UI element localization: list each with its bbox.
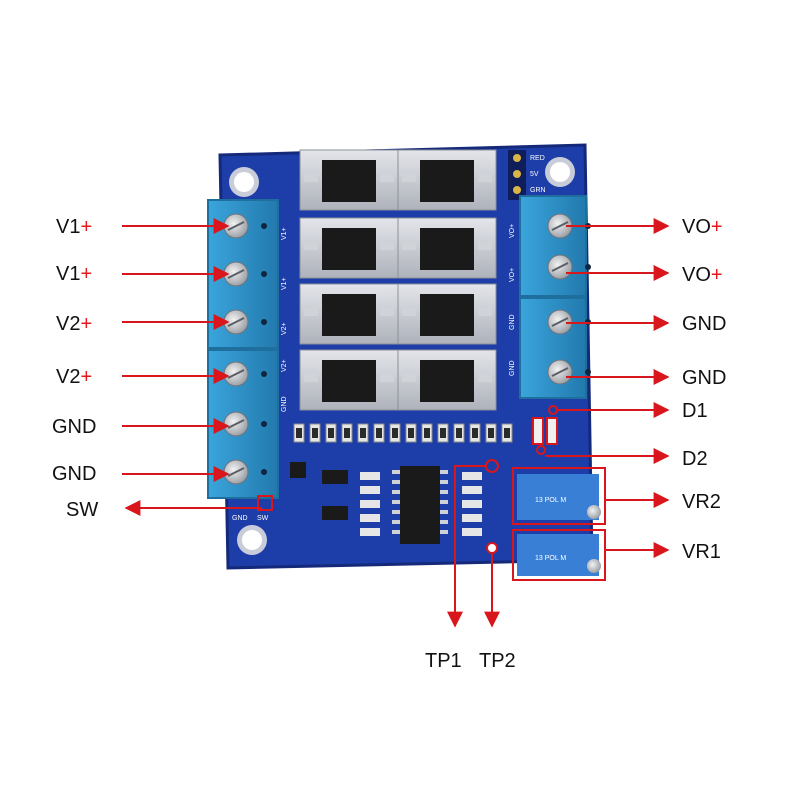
- label-v1-plus-2: V1+: [56, 263, 92, 285]
- trimpot-vr2-text: 13 POL M: [535, 497, 566, 504]
- mosfet-icon: [397, 349, 497, 411]
- mosfet-icon: [299, 283, 399, 345]
- label-vr1: VR1: [682, 541, 721, 563]
- smd-resistor-icon: [360, 472, 482, 480]
- label-vo-plus-2: VO+: [682, 264, 723, 286]
- silk-v1-2: V1+: [281, 277, 288, 290]
- terminal-screw-icon: [223, 309, 267, 335]
- smd-resistor-icon: [341, 423, 353, 443]
- smd-resistor-icon: [325, 423, 337, 443]
- smd-resistor-icon: [360, 528, 482, 536]
- label-tp1: TP1: [425, 650, 462, 672]
- left-silkscreen: V1+ V1+ V2+ V2+ GND: [281, 227, 288, 412]
- silk-v2-1: V2+: [281, 322, 288, 335]
- silk-gnd: GND: [281, 396, 288, 412]
- trimpot-icon: 13 POL M: [512, 467, 606, 525]
- sw-pad: GND SW: [232, 495, 273, 522]
- header-label-5v: 5V: [530, 171, 539, 178]
- tp2-marker: [486, 542, 498, 554]
- terminal-screw-icon: [223, 411, 267, 437]
- smd-resistor-icon: [437, 423, 449, 443]
- silk-v2-2: V2+: [281, 359, 288, 372]
- smd-components: [290, 423, 513, 536]
- label-tp2: TP2: [479, 650, 516, 672]
- mosfet-icon: [299, 349, 399, 411]
- smd-resistor-icon: [501, 423, 513, 443]
- smd-resistor-icon: [360, 514, 482, 522]
- silk-gnd-2: GND: [509, 360, 516, 376]
- label-gnd-left-2: GND: [52, 463, 96, 485]
- mosfet-icon: [397, 217, 497, 279]
- label-v2-plus-2: V2+: [56, 366, 92, 388]
- label-v2-plus-1: V2+: [56, 313, 92, 335]
- smd-resistor-icon: [293, 423, 305, 443]
- left-labels: V1+ V1+ V2+ V2+ GND GND SW: [52, 216, 98, 521]
- header-label-red: RED: [530, 155, 545, 162]
- trimpot-icon: 13 POL M: [512, 529, 606, 581]
- terminal-screw-icon: [547, 213, 591, 239]
- smd-resistor-icon: [485, 423, 497, 443]
- transistor-icon: [290, 462, 306, 478]
- transistor-icon: [322, 506, 348, 520]
- smd-resistor-icon: [405, 423, 417, 443]
- label-vo-plus-1: VO+: [682, 216, 723, 238]
- silk-gnd-sw: GND: [232, 515, 248, 522]
- label-d1: D1: [682, 400, 708, 422]
- trimpot-vr1-text: 13 POL M: [535, 555, 566, 562]
- mosfet-icon: [299, 217, 399, 279]
- mosfet-icon: [397, 149, 497, 211]
- silk-vo-1: VO+: [509, 224, 516, 238]
- smd-resistor-icon: [360, 500, 482, 508]
- transistor-icon: [322, 470, 348, 484]
- mosfet-icon: [299, 149, 399, 211]
- header-pins: RED 5V GRN: [508, 150, 546, 200]
- ic-chip-icon: [392, 466, 448, 544]
- silk-gnd-1: GND: [509, 314, 516, 330]
- pointer-arrow: [447, 465, 486, 628]
- smd-resistor-icon: [389, 423, 401, 443]
- header-label-grn: GRN: [530, 187, 546, 194]
- mounting-hole-icon: [545, 157, 575, 187]
- smd-resistor-icon: [453, 423, 465, 443]
- silk-vo-2: VO+: [509, 268, 516, 282]
- mosfet-icon: [397, 283, 497, 345]
- right-terminal-block-top: [519, 195, 587, 297]
- silk-v1-1: V1+: [281, 227, 288, 240]
- smd-resistor-icon: [360, 486, 482, 494]
- bottom-labels: TP1 TP2: [425, 650, 516, 672]
- label-v1-plus-1: V1+: [56, 216, 92, 238]
- smd-resistor-icon: [357, 423, 369, 443]
- smd-resistor-icon: [373, 423, 385, 443]
- right-silkscreen: VO+ VO+ GND GND: [509, 224, 516, 376]
- right-labels: VO+ VO+ GND GND D1 D2 VR2 VR1: [682, 216, 726, 563]
- label-gnd-right-1: GND: [682, 313, 726, 335]
- mounting-hole-icon: [237, 525, 267, 555]
- label-gnd-left-1: GND: [52, 416, 96, 438]
- label-sw: SW: [66, 499, 98, 521]
- label-d2: D2: [682, 448, 708, 470]
- smd-resistor-icon: [309, 423, 321, 443]
- silk-sw: SW: [257, 515, 269, 522]
- mounting-hole-icon: [229, 167, 259, 197]
- mosfet-array: [299, 149, 497, 411]
- arrow-icon: [122, 218, 670, 628]
- smd-resistor-icon: [469, 423, 481, 443]
- label-gnd-right-2: GND: [682, 367, 726, 389]
- label-vr2: VR2: [682, 491, 721, 513]
- smd-resistor-icon: [421, 423, 433, 443]
